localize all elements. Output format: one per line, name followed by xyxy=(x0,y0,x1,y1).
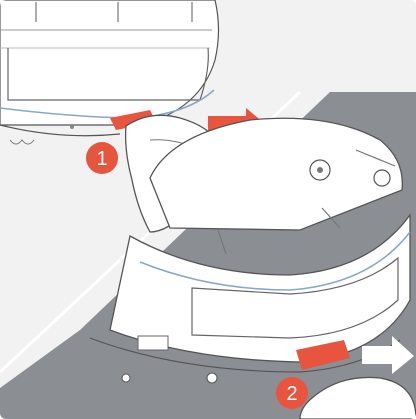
step-badge-icon: 2 xyxy=(276,377,308,409)
step-1-number: 1 xyxy=(96,148,107,170)
step-badge-icon: 1 xyxy=(86,142,118,174)
step-2-number: 2 xyxy=(286,383,297,405)
